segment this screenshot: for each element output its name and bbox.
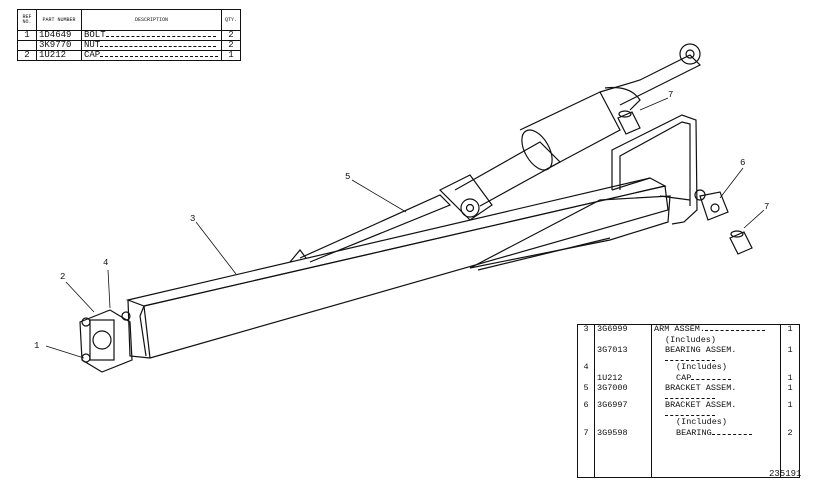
part-number-cell: 1D4649 (36, 30, 82, 41)
part-number-cell (594, 418, 652, 429)
callout-6: 6 (740, 158, 746, 168)
bearing-part (617, 110, 753, 255)
description-cell: BEARING (651, 427, 781, 439)
table-row: 1 1D4649 BOLT 2 (17, 30, 241, 41)
end-cap (79, 309, 133, 373)
table-row: (Includes) (577, 417, 800, 429)
part-number-cell: 3G7013 (594, 346, 652, 363)
callout-3: 3 (190, 214, 196, 224)
qty-cell: 1 (780, 401, 800, 418)
bearing-assembly (289, 174, 493, 263)
callout-4: 4 (103, 258, 109, 268)
qty-cell (780, 335, 800, 346)
drawing-number: 235191 (769, 469, 802, 479)
pin-bracket (694, 189, 729, 221)
qty-cell: 1 (221, 50, 241, 61)
header-ref: REF NO. (17, 9, 37, 31)
description-text: NUT (84, 40, 101, 50)
description-text: ARM ASSEM. (654, 324, 706, 334)
description-cell: (Includes) (651, 417, 781, 429)
description-text: CAP (84, 50, 101, 60)
ref-cell: 6 (577, 401, 595, 418)
callout-5: 5 (345, 172, 351, 182)
qty-cell (780, 363, 800, 374)
ref-cell (577, 346, 595, 363)
description-cell: BOLT (81, 30, 222, 41)
callout-7-upper: 7 (668, 90, 674, 100)
table-header-row: REF NO. PART NUMBER DESCRIPTION QTY. (17, 9, 241, 31)
ref-cell: 2 (17, 50, 37, 61)
ref-cell: 3 (577, 324, 595, 336)
part-number-cell: 3G7000 (594, 384, 652, 401)
description-text: BEARING (676, 427, 712, 438)
cylinder (454, 43, 702, 207)
qty-cell: 1 (780, 324, 800, 336)
ref-cell (577, 418, 595, 429)
description-text: (Includes) (676, 362, 728, 372)
qty-cell: 1 (780, 373, 800, 384)
ref-cell (577, 335, 595, 346)
qty-cell: 2 (221, 30, 241, 41)
description-cell: BRACKET ASSEM. (651, 400, 781, 418)
table-row: 4 (Includes) (577, 362, 800, 374)
description-cell: NUT (81, 40, 222, 51)
table-row: 3K9770 NUT 2 (17, 40, 241, 51)
header-qty: QTY. (221, 9, 241, 31)
description-text: CAP (676, 372, 692, 383)
qty-cell (780, 418, 800, 429)
part-number-cell (594, 439, 652, 478)
qty-cell: 2 (221, 40, 241, 51)
part-number-cell: 3G6999 (594, 324, 652, 336)
part-number-cell: 3K9770 (36, 40, 82, 51)
description-cell: CAP (81, 50, 222, 61)
ref-cell: 1 (17, 30, 37, 41)
qty-cell (780, 439, 800, 478)
parts-table-top: REF NO. PART NUMBER DESCRIPTION QTY. 1 1… (17, 9, 241, 61)
bracket-assembly (469, 114, 698, 271)
part-number-cell: 3G6997 (594, 401, 652, 418)
ref-cell: 7 (577, 428, 595, 439)
description-cell: BEARING ASSEM. (651, 345, 781, 363)
description-text: (Includes) (676, 417, 728, 427)
description-text: BOLT (84, 30, 106, 40)
ref-cell (577, 439, 595, 478)
description-text: BRACKET ASSEM. (665, 383, 737, 393)
header-part-number: PART NUMBER (36, 9, 82, 31)
description-text: (Includes) (665, 334, 717, 345)
description-text: BRACKET ASSEM. (665, 400, 737, 410)
description-cell (651, 439, 781, 478)
part-number-cell: 1U212 (36, 50, 82, 61)
ref-cell: 5 (577, 384, 595, 401)
description-text: BEARING ASSEM. (665, 345, 737, 355)
qty-cell: 1 (780, 346, 800, 363)
part-number-cell: 3G9598 (594, 428, 652, 439)
header-description: DESCRIPTION (81, 9, 222, 31)
table-row (577, 439, 800, 478)
table-row: 3G7013 BEARING ASSEM. 1 (577, 345, 800, 363)
ref-cell: 4 (577, 363, 595, 374)
table-row: (Includes) (577, 334, 800, 346)
qty-cell: 1 (780, 384, 800, 401)
callout-leaders (45, 97, 765, 359)
callout-2: 2 (60, 272, 66, 282)
qty-cell: 2 (780, 428, 800, 439)
description-cell: (Includes) (651, 362, 781, 374)
callout-1: 1 (34, 341, 40, 351)
description-cell: BRACKET ASSEM. (651, 383, 781, 401)
ref-cell (17, 40, 37, 51)
part-number-cell (594, 363, 652, 374)
table-row: 2 1U212 CAP 1 (17, 50, 241, 61)
callout-7-lower: 7 (764, 202, 770, 212)
